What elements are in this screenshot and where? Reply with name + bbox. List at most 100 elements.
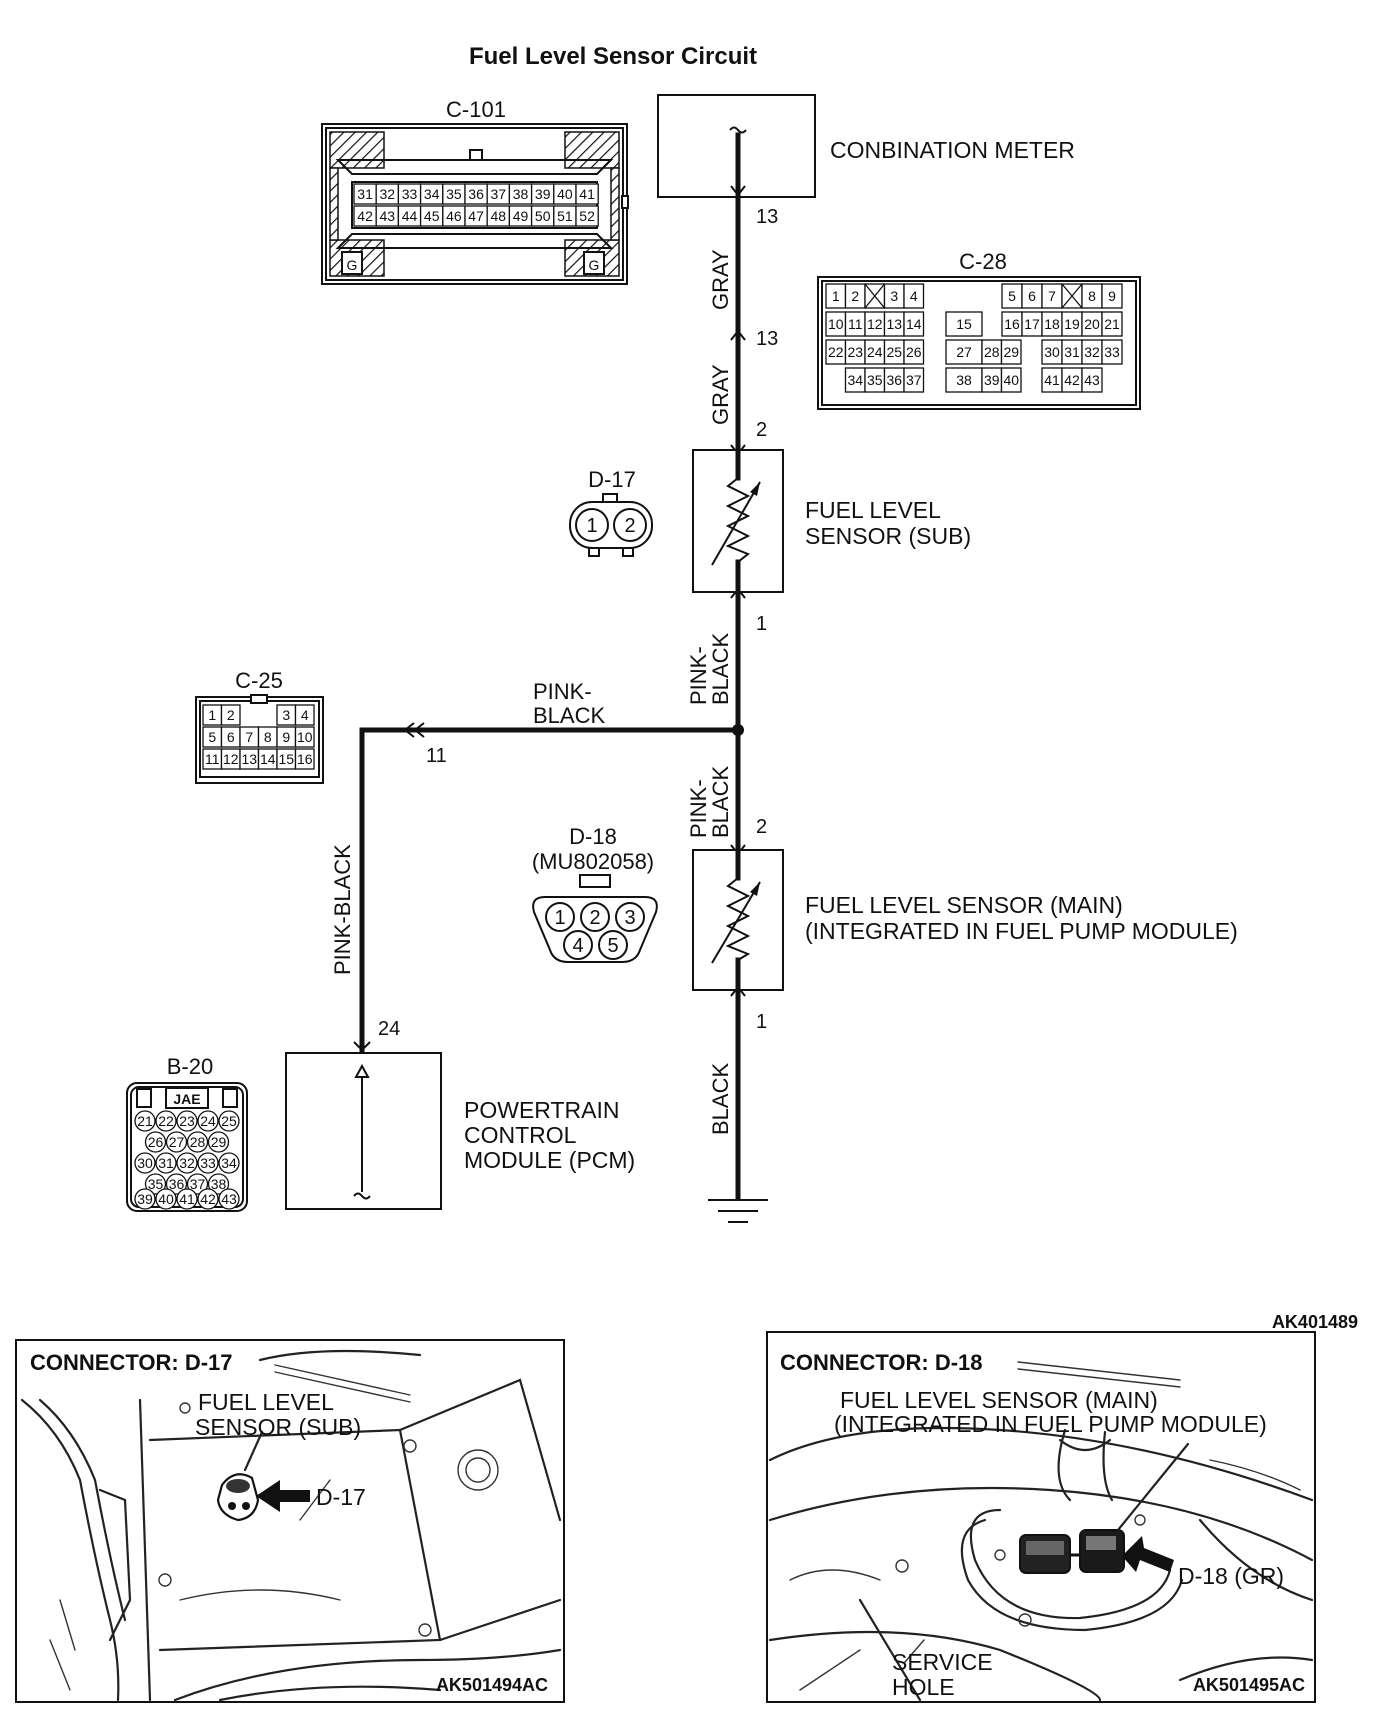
- c25-pin-label: 6: [227, 729, 235, 745]
- b20-pin: 24: [197, 1110, 219, 1132]
- c28-pin: 23: [844, 339, 866, 365]
- c101-pin: 46: [442, 205, 466, 227]
- c101-pin: 31: [353, 183, 377, 205]
- c101-pin-label: 35: [446, 186, 462, 202]
- c28-pin: 12: [864, 311, 886, 337]
- c28-pin: 26: [903, 339, 925, 365]
- c28-pin: 1: [825, 283, 847, 309]
- c28-pin: 33: [1101, 339, 1123, 365]
- c101-pin: 43: [375, 205, 400, 227]
- d17-pin: 1: [586, 515, 597, 537]
- c28-pin-label: 13: [886, 316, 902, 332]
- c25-pin-label: 13: [241, 751, 257, 767]
- c25-pin-label: 1: [208, 707, 216, 723]
- c28-pin: 13: [883, 311, 905, 337]
- b20-pin-label: 27: [169, 1134, 185, 1150]
- connector-c25-label: C-25: [235, 668, 283, 693]
- c28-pin: 20: [1081, 311, 1103, 337]
- c28-pin-label: 32: [1084, 344, 1100, 360]
- d17-connector-sketch: [216, 1430, 264, 1522]
- c28-pin: 16: [1001, 311, 1023, 337]
- c25-pin: 3: [276, 704, 297, 726]
- c101-pin-label: 31: [357, 186, 373, 202]
- c101-pin-label: 45: [424, 208, 440, 224]
- d18-pin: 4: [572, 935, 583, 957]
- c28-pin: 42: [1061, 367, 1083, 393]
- c25-terminal-marker: [403, 722, 425, 738]
- c28-pin-label: 1: [832, 288, 840, 304]
- c28-pin-label: 14: [906, 316, 922, 332]
- c28-pin-label: 7: [1048, 288, 1056, 304]
- c28-pin: 18: [1041, 311, 1063, 337]
- c28-pin-label: 24: [867, 344, 883, 360]
- b20-pin: 30: [134, 1152, 156, 1174]
- c101-pin-label: 49: [513, 208, 529, 224]
- c28-pin-label: 17: [1024, 316, 1040, 332]
- b20-pin: 29: [207, 1131, 230, 1153]
- c101-pin-label: 39: [535, 186, 551, 202]
- wire-label-line: BLACK: [708, 633, 733, 705]
- c101-pin-label: 33: [402, 186, 418, 202]
- c28-pin: 34: [844, 367, 866, 393]
- c28-pin: 15: [945, 311, 983, 337]
- connector-d17-label: D-17: [588, 467, 636, 492]
- b20-pin-label: 43: [221, 1191, 237, 1207]
- c101-pin: 41: [575, 183, 599, 205]
- c25-pin-label: 7: [245, 729, 253, 745]
- photo-d18-hole-line: HOLE: [892, 1674, 955, 1700]
- b20-pin-label: 23: [179, 1113, 195, 1129]
- c28-pin: 29: [1000, 339, 1022, 365]
- photo-d18-hole-line: SERVICE: [892, 1649, 993, 1675]
- wire-label-gray-lower: GRAY: [708, 364, 733, 425]
- c28-pin-label: 10: [828, 316, 844, 332]
- c28-pin: 31: [1061, 339, 1083, 365]
- c28-pin: 36: [883, 367, 905, 393]
- c28-pin-label: 12: [867, 316, 883, 332]
- c25-pin-label: 8: [264, 729, 272, 745]
- c28-pin-label: 4: [910, 288, 918, 304]
- c25-pin-label: 2: [227, 707, 235, 723]
- b20-pin-label: 37: [190, 1176, 206, 1192]
- c25-pin: 13: [239, 748, 260, 770]
- b20-pin: 41: [176, 1188, 198, 1210]
- b20-pin: 31: [155, 1152, 177, 1174]
- c101-pin-label: 34: [424, 186, 440, 202]
- b20-pin-label: 34: [221, 1155, 237, 1171]
- d18-pin: 2: [589, 907, 600, 929]
- c101-pin-label: 44: [402, 208, 418, 224]
- photo-d17-code: AK501494AC: [436, 1675, 548, 1695]
- connector-c28-label: C-28: [959, 249, 1007, 274]
- b20-pin: 26: [144, 1131, 167, 1153]
- c28-pin: 32: [1081, 339, 1103, 365]
- c28-pin: [1061, 283, 1083, 309]
- c28-pin-label: 21: [1104, 316, 1120, 332]
- c28-pin-label: 18: [1044, 316, 1060, 332]
- c28-pin-label: 41: [1044, 372, 1060, 388]
- pin-main-bottom: 1: [756, 1011, 767, 1033]
- c101-pin: 45: [419, 205, 444, 227]
- powertrain-control-module: 24 POWERTRAIN CONTROL MODULE (PCM): [285, 1018, 635, 1210]
- wire-label-sub-junction: PINK- BLACK: [686, 633, 733, 705]
- pcm-label-line: CONTROL: [464, 1122, 577, 1148]
- b20-pin-label: 30: [137, 1155, 153, 1171]
- b20-pin-label: 29: [211, 1134, 227, 1150]
- c28-pin: 7: [1041, 283, 1063, 309]
- connector-c101-label: C-101: [446, 97, 506, 122]
- b20-brand: JAE: [173, 1091, 200, 1107]
- b20-pin: 32: [176, 1152, 198, 1174]
- c25-pin: 15: [276, 748, 297, 770]
- c101-pin-label: 42: [357, 208, 373, 224]
- c101-pin: 49: [508, 205, 533, 227]
- c28-pin: 6: [1021, 283, 1043, 309]
- c101-pin-label: 40: [557, 186, 573, 202]
- main-sensor-label-line: (INTEGRATED IN FUEL PUMP MODULE): [805, 918, 1238, 944]
- c101-pin-label: 48: [491, 208, 507, 224]
- c28-pin-label: 27: [956, 344, 972, 360]
- c28-pin-label: 39: [984, 372, 1000, 388]
- c101-pin-label: 37: [491, 186, 507, 202]
- c101-pin: 34: [419, 183, 444, 205]
- wire-label-c25-pcm: PINK-BLACK: [330, 844, 355, 975]
- c28-pin-label: 34: [847, 372, 863, 388]
- c28-pin-label: 40: [1003, 372, 1019, 388]
- b20-pin: 43: [218, 1188, 240, 1210]
